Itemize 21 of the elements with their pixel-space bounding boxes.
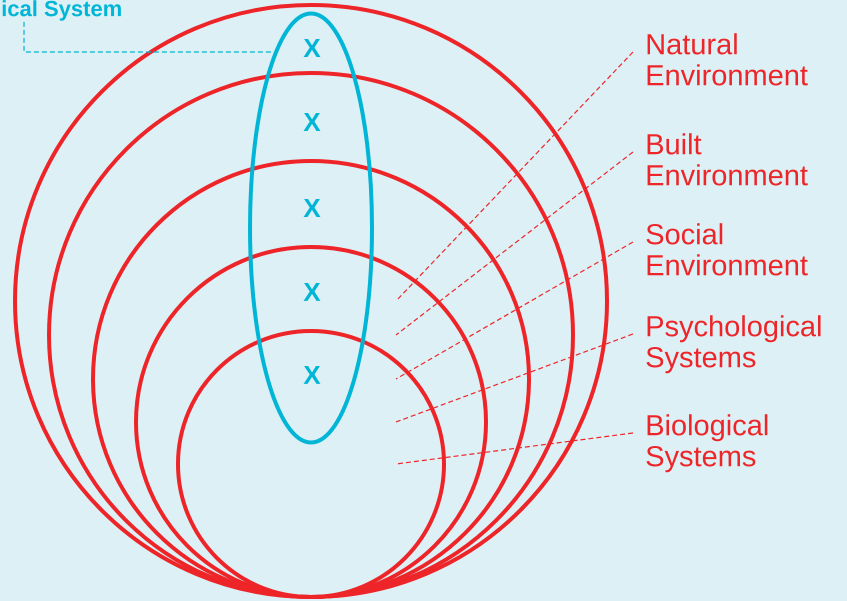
cross-mark: X xyxy=(304,283,320,301)
cross-mark: X xyxy=(304,199,320,217)
layer-label: Built Environment xyxy=(648,133,808,186)
cross-mark: X xyxy=(304,39,320,57)
layer-label: Natural Environment xyxy=(648,33,808,86)
ring xyxy=(47,71,575,599)
layer-label: Social Environment xyxy=(646,223,808,276)
leader-line xyxy=(396,333,634,423)
cross-mark: X xyxy=(304,113,320,131)
heading: ical System xyxy=(2,0,121,21)
layer-label: Biological Systems xyxy=(646,414,768,472)
ring xyxy=(91,159,531,599)
ring xyxy=(134,245,488,599)
ring xyxy=(176,329,446,599)
cross-mark: X xyxy=(304,366,320,384)
layer-label: Psychological Systems xyxy=(646,315,821,374)
leader-line xyxy=(396,432,634,465)
leader-line xyxy=(396,241,634,380)
leader-line xyxy=(396,152,634,336)
leader-line xyxy=(23,22,275,53)
leader-line xyxy=(396,52,634,302)
